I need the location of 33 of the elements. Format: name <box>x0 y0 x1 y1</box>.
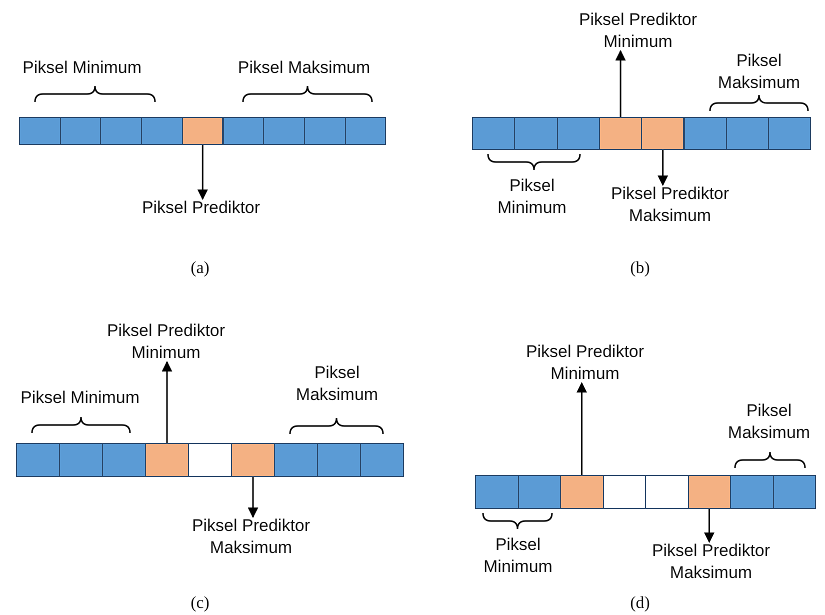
arrow <box>615 50 626 117</box>
callout-label: Piksel Prediktor <box>91 197 311 219</box>
arrow <box>248 477 258 518</box>
callout-label: Piksel Prediktor Minimum <box>563 9 713 53</box>
panel-label: (c) <box>190 592 210 614</box>
pixel-cell <box>598 117 642 150</box>
callout-label: Piksel Prediktor Maksimum <box>176 515 326 559</box>
region-label: Piksel Minimum <box>19 387 141 409</box>
arrow <box>658 150 668 186</box>
callout-label: Piksel Prediktor Minimum <box>510 341 660 385</box>
panel-label: (d) <box>629 592 651 614</box>
arrow <box>162 360 172 443</box>
callout-label: Piksel Prediktor Maksimum <box>595 183 745 227</box>
region-label: Piksel Maksimum <box>236 57 372 79</box>
pixel-cell <box>560 475 604 509</box>
pixel-cell <box>688 475 731 509</box>
region-label: Piksel Minimum <box>21 57 143 79</box>
region-label: Piksel Maksimum <box>294 362 380 406</box>
arrow <box>197 145 208 200</box>
pixel-cell <box>231 443 275 477</box>
arrow <box>576 382 587 475</box>
callout-label: Piksel Prediktor Minimum <box>91 320 241 364</box>
panel-label: (a) <box>190 257 210 279</box>
region-label: Piksel Maksimum <box>716 50 802 94</box>
region-label: Piksel Minimum <box>496 175 568 219</box>
panel-label: (b) <box>629 257 651 279</box>
pixel-cell <box>182 117 224 145</box>
pixel-cell <box>641 117 684 150</box>
region-label: Piksel Minimum <box>482 534 554 578</box>
callout-label: Piksel Prediktor Maksimum <box>636 540 786 584</box>
arrow <box>704 509 714 544</box>
region-label: Piksel Maksimum <box>726 400 812 444</box>
pixel-cell <box>145 443 189 477</box>
